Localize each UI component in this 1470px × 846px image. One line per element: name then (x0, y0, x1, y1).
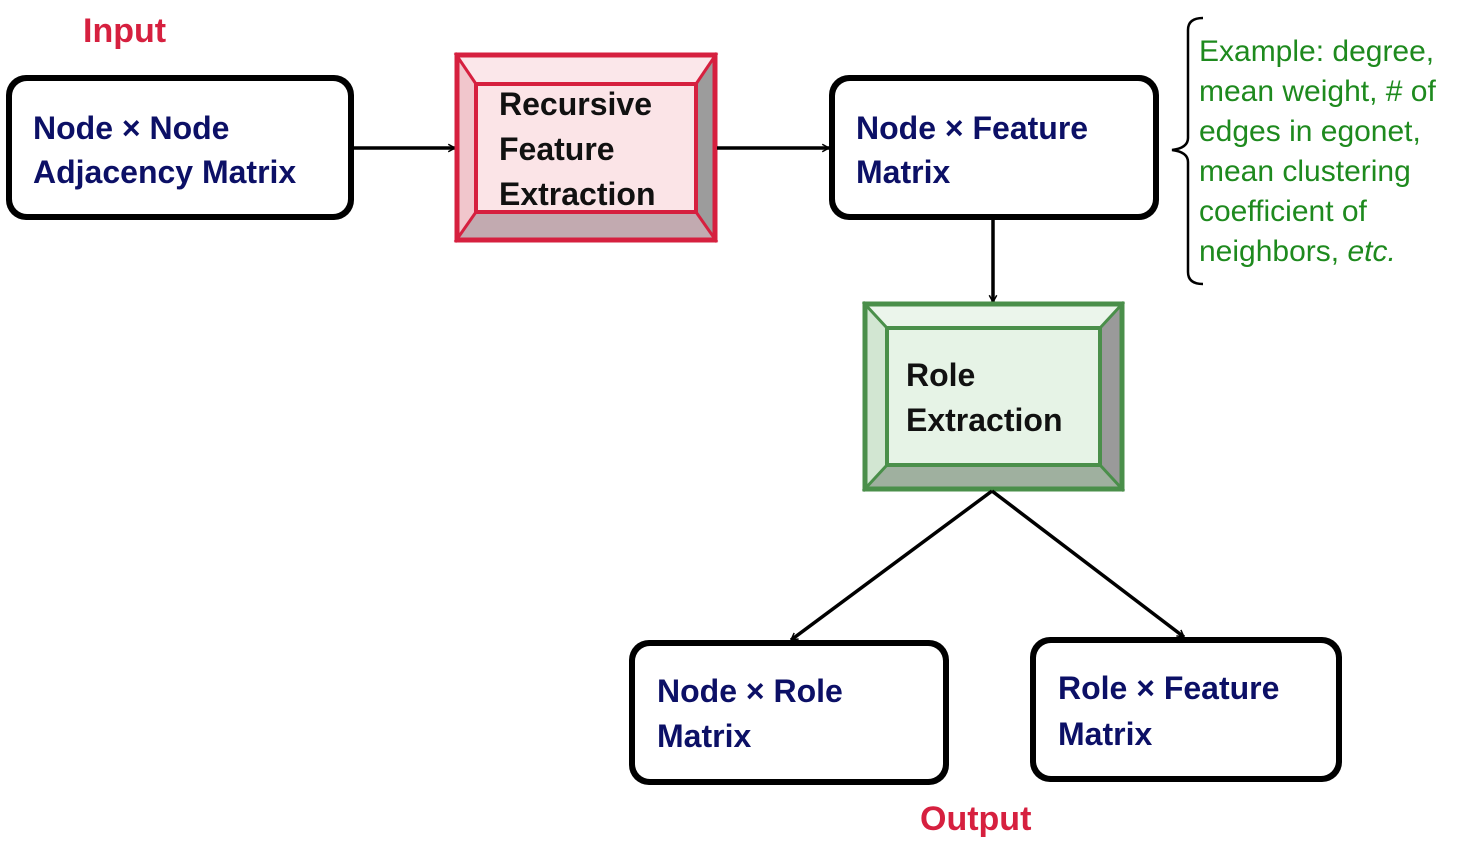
example-etc: etc. (1347, 235, 1396, 268)
node-role-line1: Node × Role (657, 673, 843, 709)
node-feature-line2: Matrix (856, 154, 950, 190)
feature-examples-note: Example: degree, mean weight, # of edges… (1199, 32, 1469, 272)
role-feature-line1: Role × Feature (1058, 670, 1279, 706)
adjacency-matrix-box: Node × Node Adjacency Matrix (6, 75, 354, 220)
node-role-matrix-box: Node × Role Matrix (629, 640, 949, 785)
example-line: edges in egonet, (1199, 115, 1421, 148)
adjacency-line2: Adjacency Matrix (33, 154, 296, 190)
example-last-text: neighbors, (1199, 235, 1340, 268)
node-feature-line1: Node × Feature (856, 110, 1088, 146)
node-feature-matrix-box: Node × Feature Matrix (829, 75, 1159, 220)
adjacency-line1: Node × Node (33, 110, 229, 146)
example-line: mean weight, # of (1199, 75, 1436, 108)
recursive-line2: Feature (499, 131, 615, 167)
recursive-line3: Extraction (499, 176, 655, 212)
example-line: mean clustering (1199, 155, 1411, 188)
example-line-last: neighbors, etc. (1199, 232, 1469, 272)
recursive-feature-extraction-process: Recursive Feature Extraction (453, 52, 719, 243)
role-extraction-process: Role Extraction (861, 300, 1126, 493)
arrow-role-to-role-feature (990, 489, 1184, 639)
input-label: Input (83, 12, 166, 50)
role-feature-line2: Matrix (1058, 716, 1152, 752)
role-line1: Role (906, 357, 975, 393)
node-role-line2: Matrix (657, 718, 751, 754)
role-line2: Extraction (906, 402, 1062, 438)
output-label: Output (920, 800, 1031, 838)
example-line: coefficient of (1199, 195, 1367, 228)
curly-brace-icon (1171, 16, 1204, 286)
role-feature-matrix-box: Role × Feature Matrix (1030, 637, 1342, 782)
example-line: Example: degree, (1199, 35, 1435, 68)
recursive-line1: Recursive (499, 86, 652, 122)
arrow-role-to-node-role (791, 489, 994, 642)
